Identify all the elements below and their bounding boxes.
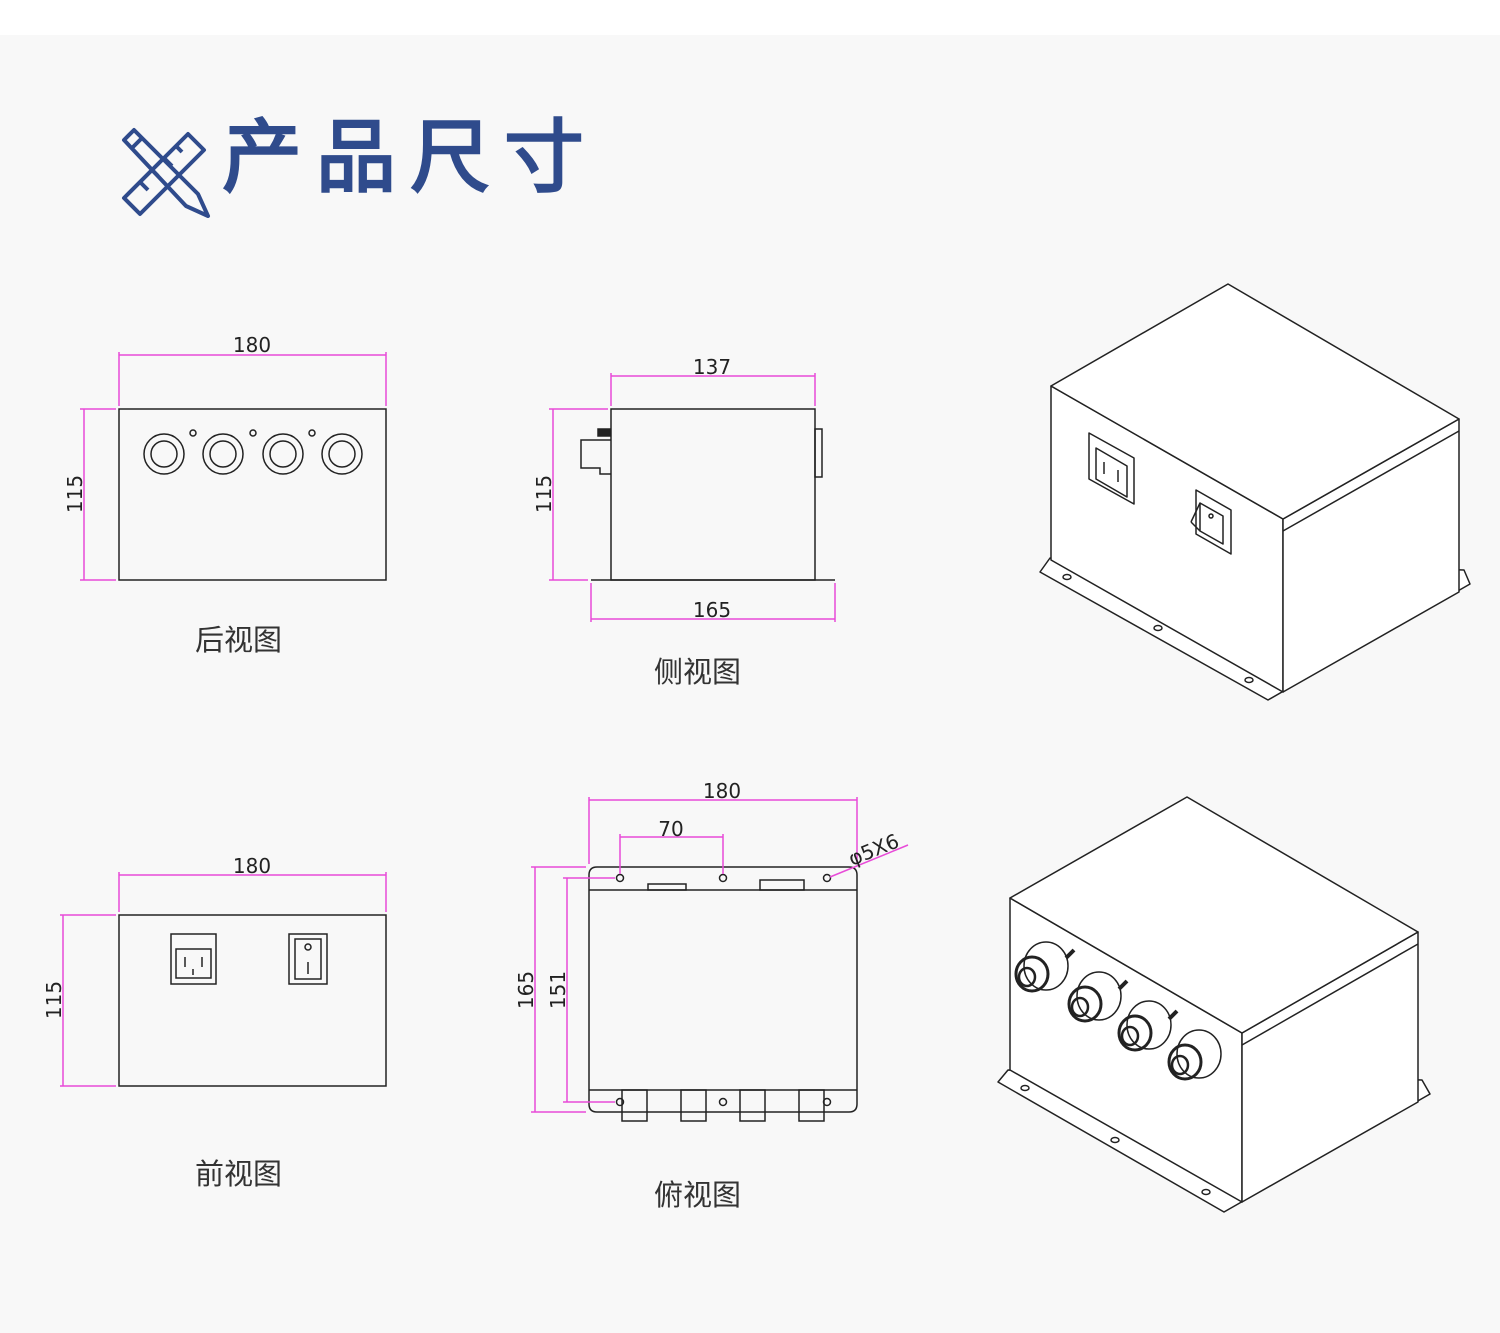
rear-width-label: 180 bbox=[233, 333, 271, 357]
connector-icons bbox=[143, 429, 363, 475]
side-view: 137 115 165 bbox=[532, 355, 836, 622]
top-view: 180 70 165 151 φ5X6 bbox=[514, 779, 909, 1122]
power-socket-icon bbox=[170, 933, 217, 985]
isometric-front-view bbox=[1039, 283, 1471, 701]
top-hole-spec-label: φ5X6 bbox=[845, 829, 903, 871]
side-width-bottom-label: 165 bbox=[693, 598, 731, 622]
side-width-top-label: 137 bbox=[693, 355, 731, 379]
top-hole-spacing-label: 70 bbox=[658, 817, 683, 841]
rear-view-label: 后视图 bbox=[195, 623, 283, 657]
side-view-label: 侧视图 bbox=[654, 655, 742, 689]
front-height-label: 115 bbox=[42, 981, 66, 1019]
side-height-label: 115 bbox=[532, 475, 556, 513]
isometric-rear-view bbox=[997, 796, 1431, 1213]
ruler-pencil-icon bbox=[122, 128, 210, 218]
rear-height-label: 115 bbox=[63, 475, 87, 513]
iso-connector-icons bbox=[1014, 941, 1222, 1081]
page-title: 产品尺寸 bbox=[222, 111, 598, 204]
power-switch-icon bbox=[288, 933, 328, 985]
top-width-label: 180 bbox=[703, 779, 741, 803]
front-width-label: 180 bbox=[233, 854, 271, 878]
rear-view: 180 115 bbox=[63, 333, 387, 581]
front-view-label: 前视图 bbox=[195, 1157, 283, 1191]
front-view: 180 115 bbox=[42, 854, 387, 1087]
top-height-inner-label: 151 bbox=[546, 971, 570, 1009]
iso-power-switch-icon bbox=[1190, 489, 1232, 555]
iso-power-socket-icon bbox=[1088, 432, 1135, 505]
top-view-label: 俯视图 bbox=[654, 1178, 742, 1212]
top-height-outer-label: 165 bbox=[514, 971, 538, 1009]
